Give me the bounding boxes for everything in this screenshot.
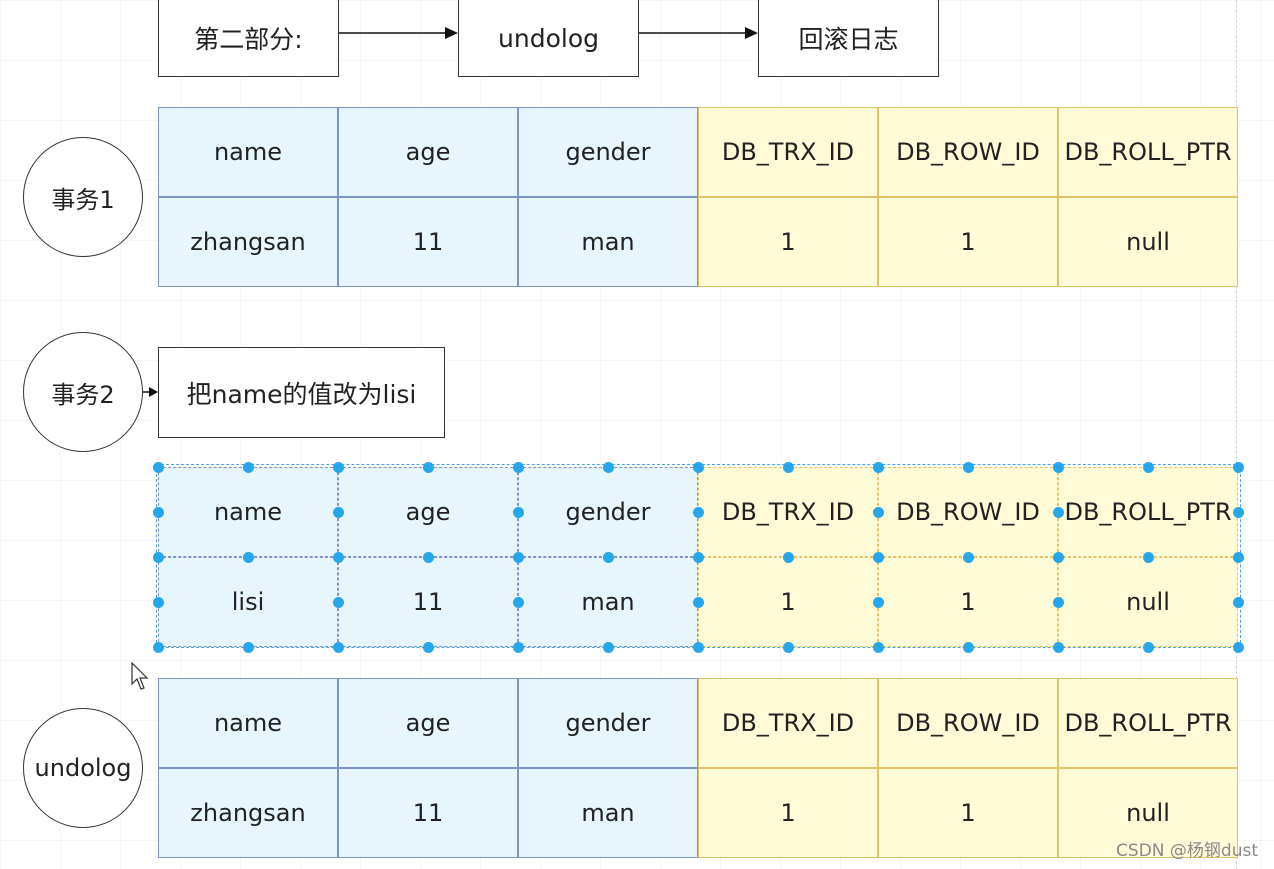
cell-db-roll-ptr: null: [1058, 768, 1238, 858]
cell-db-row-id: 1: [878, 197, 1058, 287]
column-header-gender: gender: [518, 678, 698, 768]
cell-db-roll-ptr: null: [1058, 197, 1238, 287]
cell-db-trx-id: 1: [698, 557, 878, 647]
rollback-log-label: 回滚日志: [798, 25, 899, 54]
cell-age: 11: [338, 557, 518, 647]
column-header-age: age: [338, 107, 518, 197]
update-action-label: 把name的值改为lisi: [186, 379, 417, 409]
transaction2-label: 事务2: [51, 380, 115, 409]
cell-gender: man: [518, 768, 698, 858]
column-header-gender: gender: [518, 107, 698, 197]
column-header-age: age: [338, 467, 518, 557]
cell-db-roll-ptr: null: [1058, 557, 1238, 647]
column-header-db-roll-ptr: DB_ROLL_PTR: [1058, 107, 1238, 197]
column-header-db-trx-id: DB_TRX_ID: [698, 467, 878, 557]
column-header-db-trx-id: DB_TRX_ID: [698, 107, 878, 197]
cell-name: zhangsan: [158, 197, 338, 287]
undolog-header-box[interactable]: undolog: [458, 0, 639, 77]
transaction1-label: 事务1: [51, 185, 115, 214]
column-header-db-roll-ptr: DB_ROLL_PTR: [1058, 678, 1238, 768]
transaction1-table[interactable]: name age gender DB_TRX_ID DB_ROW_ID DB_R…: [158, 107, 1239, 287]
update-action-box[interactable]: 把name的值改为lisi: [158, 347, 445, 438]
page-boundary-guide: [1236, 0, 1237, 869]
column-header-db-trx-id: DB_TRX_ID: [698, 678, 878, 768]
cell-age: 11: [338, 768, 518, 858]
column-header-db-row-id: DB_ROW_ID: [878, 107, 1058, 197]
cell-name: lisi: [158, 557, 338, 647]
column-header-db-row-id: DB_ROW_ID: [878, 678, 1058, 768]
cell-name: zhangsan: [158, 768, 338, 858]
column-header-name: name: [158, 467, 338, 557]
column-header-db-roll-ptr: DB_ROLL_PTR: [1058, 467, 1238, 557]
cell-gender: man: [518, 197, 698, 287]
arrow-transaction2-to-action[interactable]: [143, 384, 159, 400]
column-header-name: name: [158, 678, 338, 768]
part-two-label: 第二部分:: [194, 25, 303, 54]
cell-db-row-id: 1: [878, 557, 1058, 647]
watermark: CSDN @杨钢dust: [1116, 841, 1258, 861]
column-header-gender: gender: [518, 467, 698, 557]
cell-gender: man: [518, 557, 698, 647]
part-two-box[interactable]: 第二部分:: [158, 0, 339, 77]
undolog-node[interactable]: undolog: [23, 708, 143, 828]
cell-db-trx-id: 1: [698, 197, 878, 287]
column-header-name: name: [158, 107, 338, 197]
mouse-pointer-icon: [131, 662, 149, 690]
transaction1-node[interactable]: 事务1: [23, 137, 143, 257]
undolog-node-label: undolog: [34, 754, 132, 782]
cell-age: 11: [338, 197, 518, 287]
undolog-header-label: undolog: [498, 23, 599, 53]
transaction2-table[interactable]: name age gender DB_TRX_ID DB_ROW_ID DB_R…: [158, 467, 1239, 647]
undolog-table[interactable]: name age gender DB_TRX_ID DB_ROW_ID DB_R…: [158, 678, 1239, 858]
arrow-undolog-to-rollback[interactable]: [639, 23, 759, 43]
rollback-log-box[interactable]: 回滚日志: [758, 0, 939, 77]
cell-db-trx-id: 1: [698, 768, 878, 858]
transaction2-node[interactable]: 事务2: [23, 332, 143, 452]
column-header-age: age: [338, 678, 518, 768]
arrow-part-to-undolog[interactable]: [339, 23, 459, 43]
column-header-db-row-id: DB_ROW_ID: [878, 467, 1058, 557]
cell-db-row-id: 1: [878, 768, 1058, 858]
